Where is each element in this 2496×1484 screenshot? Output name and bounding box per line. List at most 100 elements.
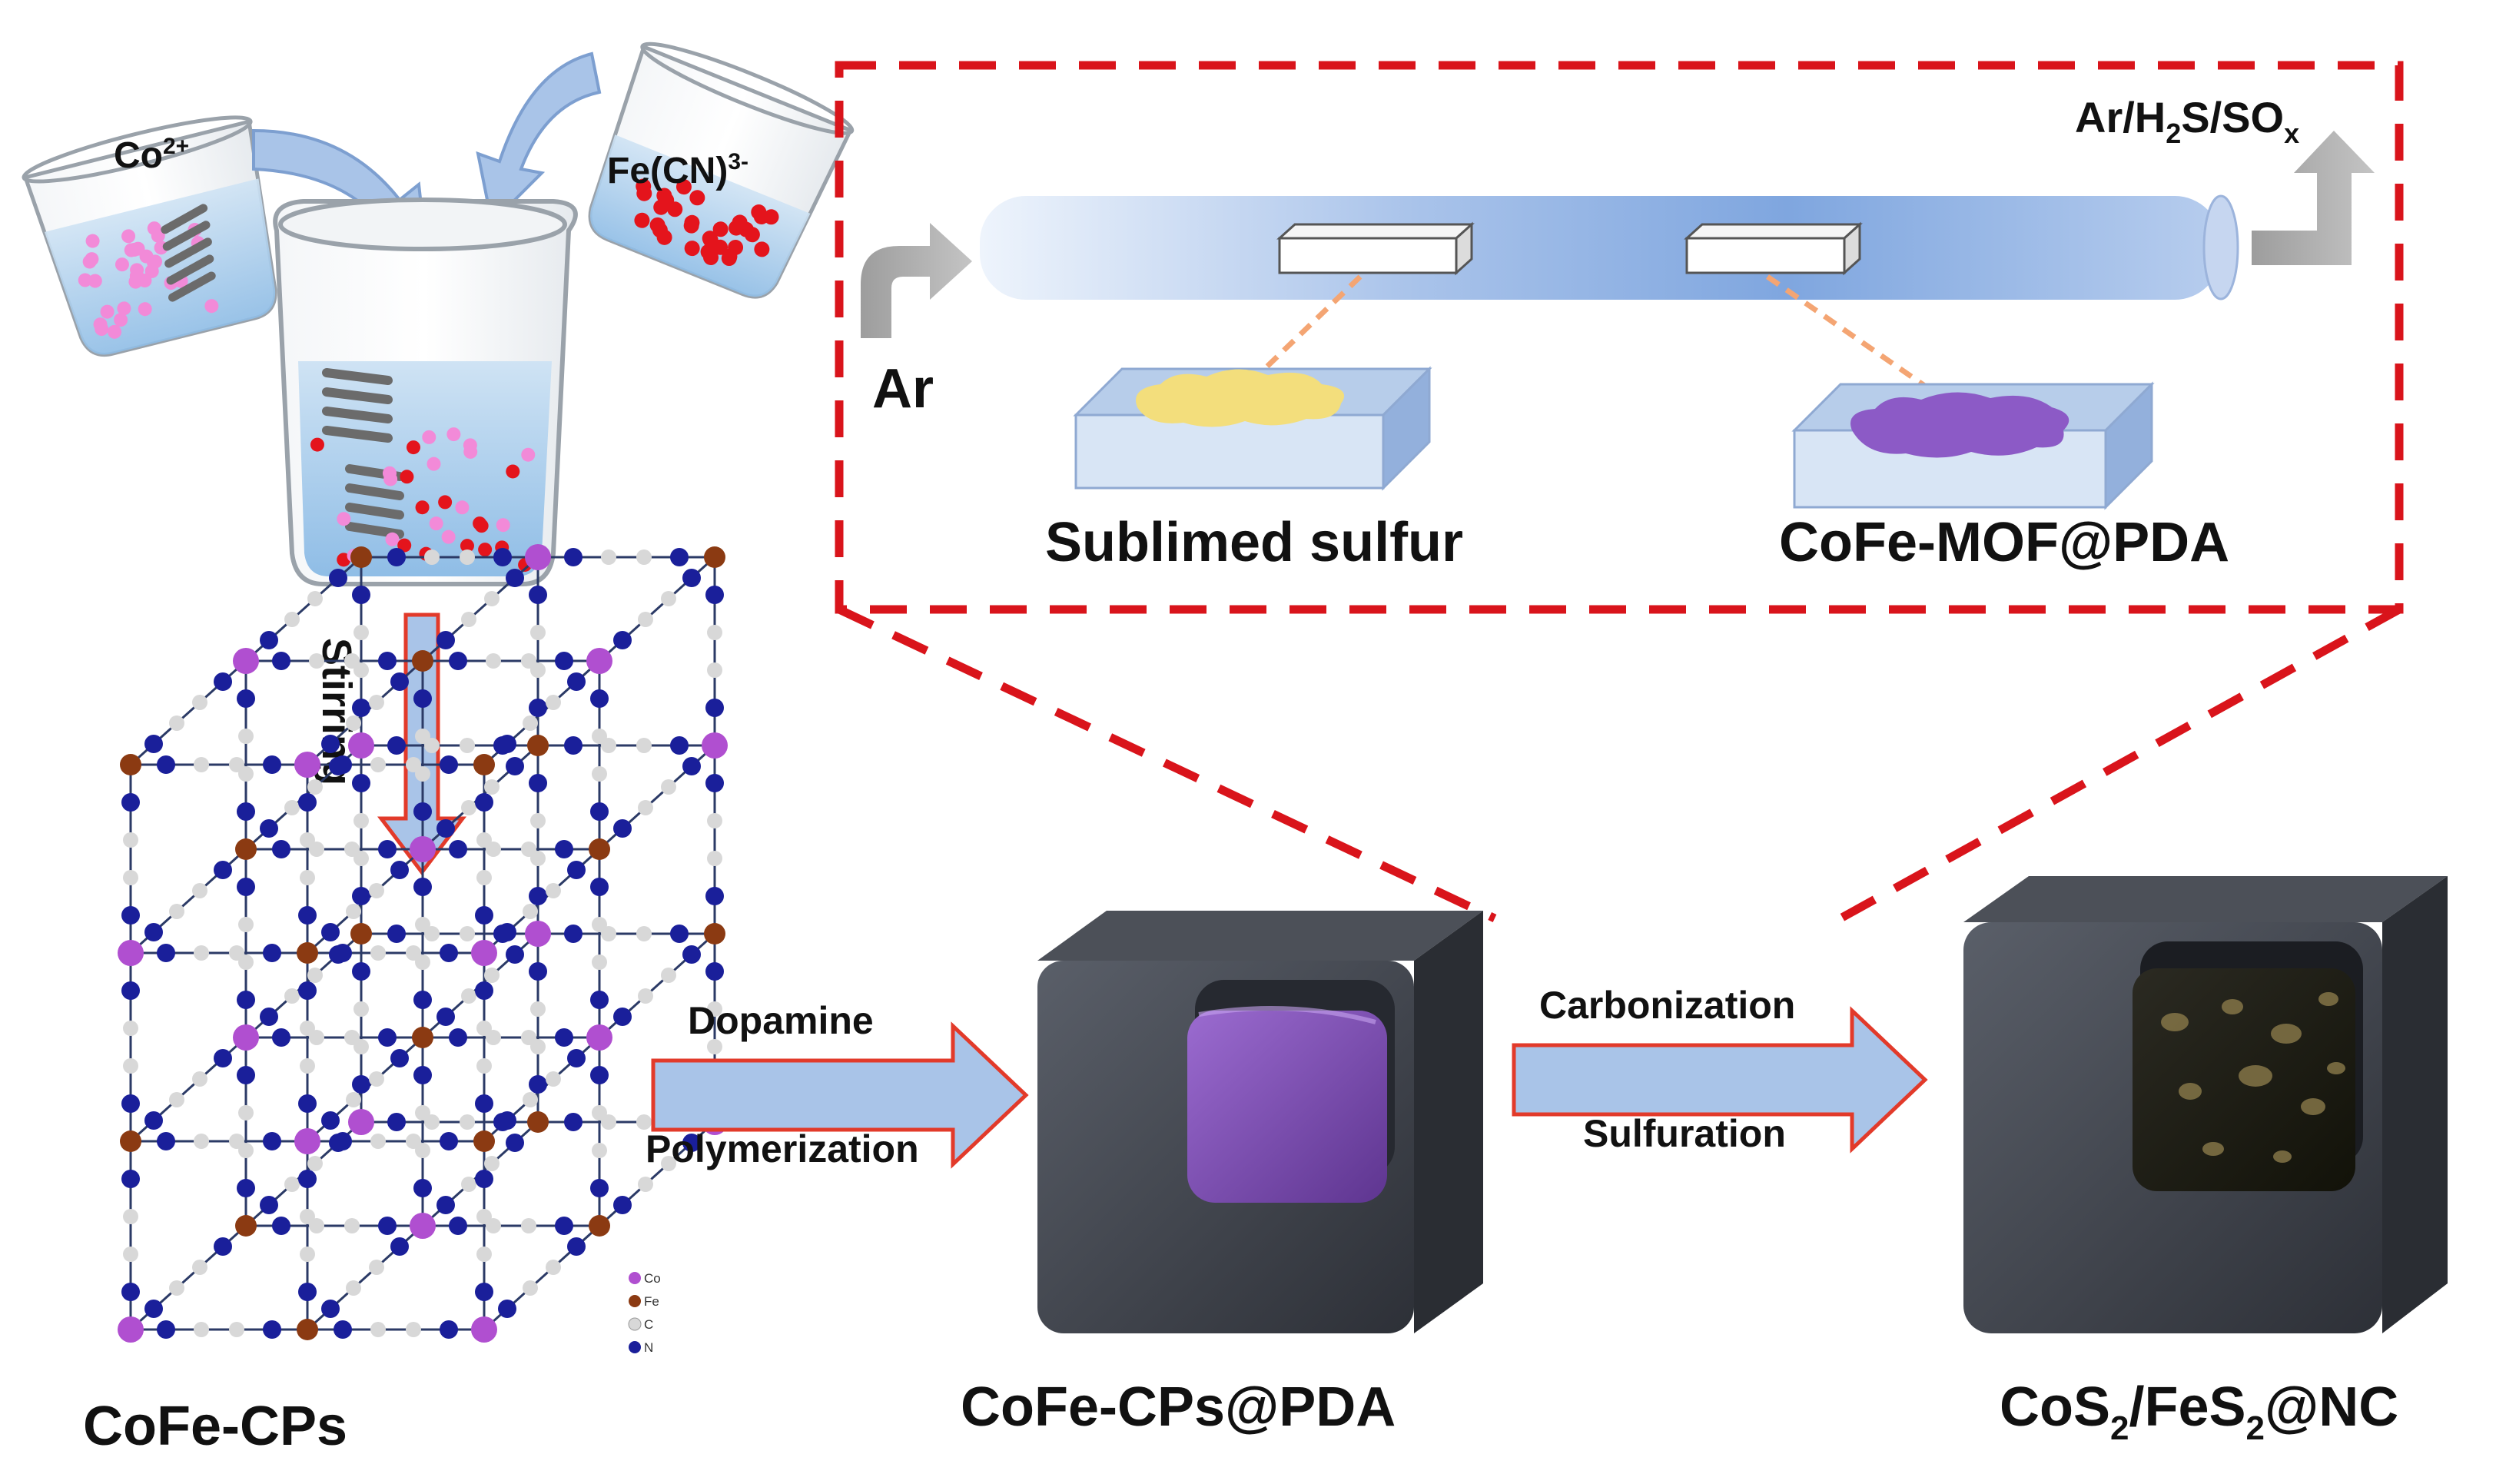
n-atom xyxy=(498,923,516,941)
c-atom xyxy=(636,549,652,565)
c-atom xyxy=(370,1322,386,1337)
n-atom xyxy=(413,1066,432,1084)
co-beaker xyxy=(22,115,277,357)
n-atom xyxy=(440,944,458,962)
n-atom xyxy=(613,631,632,649)
n-atom xyxy=(390,1049,409,1067)
n-atom xyxy=(590,1179,609,1197)
pour-arrow-right xyxy=(476,51,602,227)
c-atom xyxy=(530,625,546,640)
c-atom xyxy=(661,779,676,795)
dopamine-arrow xyxy=(651,1021,1029,1169)
c-atom xyxy=(636,926,652,941)
fe-ion-dot xyxy=(656,229,672,245)
n-atom xyxy=(121,981,140,1000)
carbonization-label: Carbonization xyxy=(1539,984,1795,1027)
c-atom xyxy=(123,1021,138,1036)
n-atom xyxy=(705,962,724,981)
c-atom xyxy=(300,1058,315,1074)
mof-powder xyxy=(1850,392,2069,458)
fe-atom xyxy=(527,735,549,756)
n-atom xyxy=(475,1170,493,1188)
fe-atom xyxy=(589,1215,610,1237)
mixing-beaker xyxy=(273,198,578,586)
fe-ion-dot xyxy=(754,241,770,257)
co-ion-dot xyxy=(204,299,219,314)
n-atom xyxy=(157,1132,175,1150)
n-atom xyxy=(237,689,255,708)
n-atom xyxy=(352,774,370,792)
n-atom xyxy=(157,1320,175,1339)
c-atom xyxy=(353,813,369,828)
co-ion-dot xyxy=(85,252,99,267)
n-atom xyxy=(352,699,370,717)
mof-boat-in-tube xyxy=(1684,221,1863,276)
c-atom xyxy=(523,1280,538,1296)
n-atom xyxy=(121,1283,140,1301)
fe-ion-dot xyxy=(689,190,705,206)
fe-ions-dots xyxy=(634,178,779,267)
c-atom xyxy=(344,842,360,857)
n-atom xyxy=(390,861,409,879)
c-atom xyxy=(369,1260,384,1275)
fe-atom xyxy=(412,1027,433,1048)
n-atom xyxy=(260,1196,278,1214)
c-atom xyxy=(484,968,500,983)
n-atom xyxy=(564,736,583,755)
c-atom xyxy=(284,1177,300,1192)
n-atom xyxy=(413,991,432,1009)
n-atom xyxy=(436,1008,455,1026)
co-atom xyxy=(410,1213,436,1239)
n-atom xyxy=(263,944,281,962)
c-atom xyxy=(415,917,430,932)
n-atom xyxy=(670,925,689,943)
c-atom xyxy=(592,1143,607,1158)
c-atom xyxy=(636,738,652,753)
n-atom xyxy=(237,802,255,821)
c-atom xyxy=(484,1156,500,1171)
c-atom xyxy=(192,883,207,898)
cos2-fes2-nc-cube xyxy=(1963,876,2448,1333)
fe-ion-dot xyxy=(744,227,760,243)
c-atom xyxy=(521,1218,536,1233)
legend-n-swatch xyxy=(629,1341,641,1353)
n-atom xyxy=(352,1075,370,1094)
co-atom xyxy=(471,1316,497,1343)
c-atom xyxy=(307,1156,323,1171)
co-atom xyxy=(348,732,374,759)
fe-atom xyxy=(473,1130,495,1152)
c-atom xyxy=(601,549,616,565)
n-atom xyxy=(263,1320,281,1339)
co-atom xyxy=(233,648,259,674)
co-atom xyxy=(525,921,551,947)
c-atom xyxy=(169,1280,184,1296)
n-atom xyxy=(237,1066,255,1084)
c-atom xyxy=(194,757,209,772)
co-ion-dot xyxy=(130,263,144,277)
fe-atom xyxy=(527,1111,549,1133)
c-atom xyxy=(300,832,315,848)
co-ion-dot xyxy=(100,304,115,319)
n-atom xyxy=(436,631,455,649)
co-atom xyxy=(525,544,551,570)
c-atom xyxy=(192,1260,207,1275)
dopamine-label: Dopamine xyxy=(688,999,874,1042)
n-atom xyxy=(413,689,432,708)
c-atom xyxy=(229,1322,244,1337)
n-atom xyxy=(298,1170,317,1188)
co-ion-dot xyxy=(85,234,100,248)
legend-n-label: N xyxy=(644,1340,653,1355)
c-atom xyxy=(192,695,207,710)
n-atom xyxy=(475,793,493,812)
c-atom xyxy=(300,1209,315,1224)
n-atom xyxy=(237,991,255,1009)
n-atom xyxy=(260,819,278,838)
mof-plate xyxy=(1791,381,2155,510)
c-atom xyxy=(476,1058,492,1074)
n-atom xyxy=(298,981,317,1000)
legend-c-swatch xyxy=(628,1317,642,1331)
n-atom xyxy=(298,793,317,812)
c-atom xyxy=(638,612,653,627)
c-atom xyxy=(309,653,324,669)
n-atom xyxy=(121,906,140,925)
